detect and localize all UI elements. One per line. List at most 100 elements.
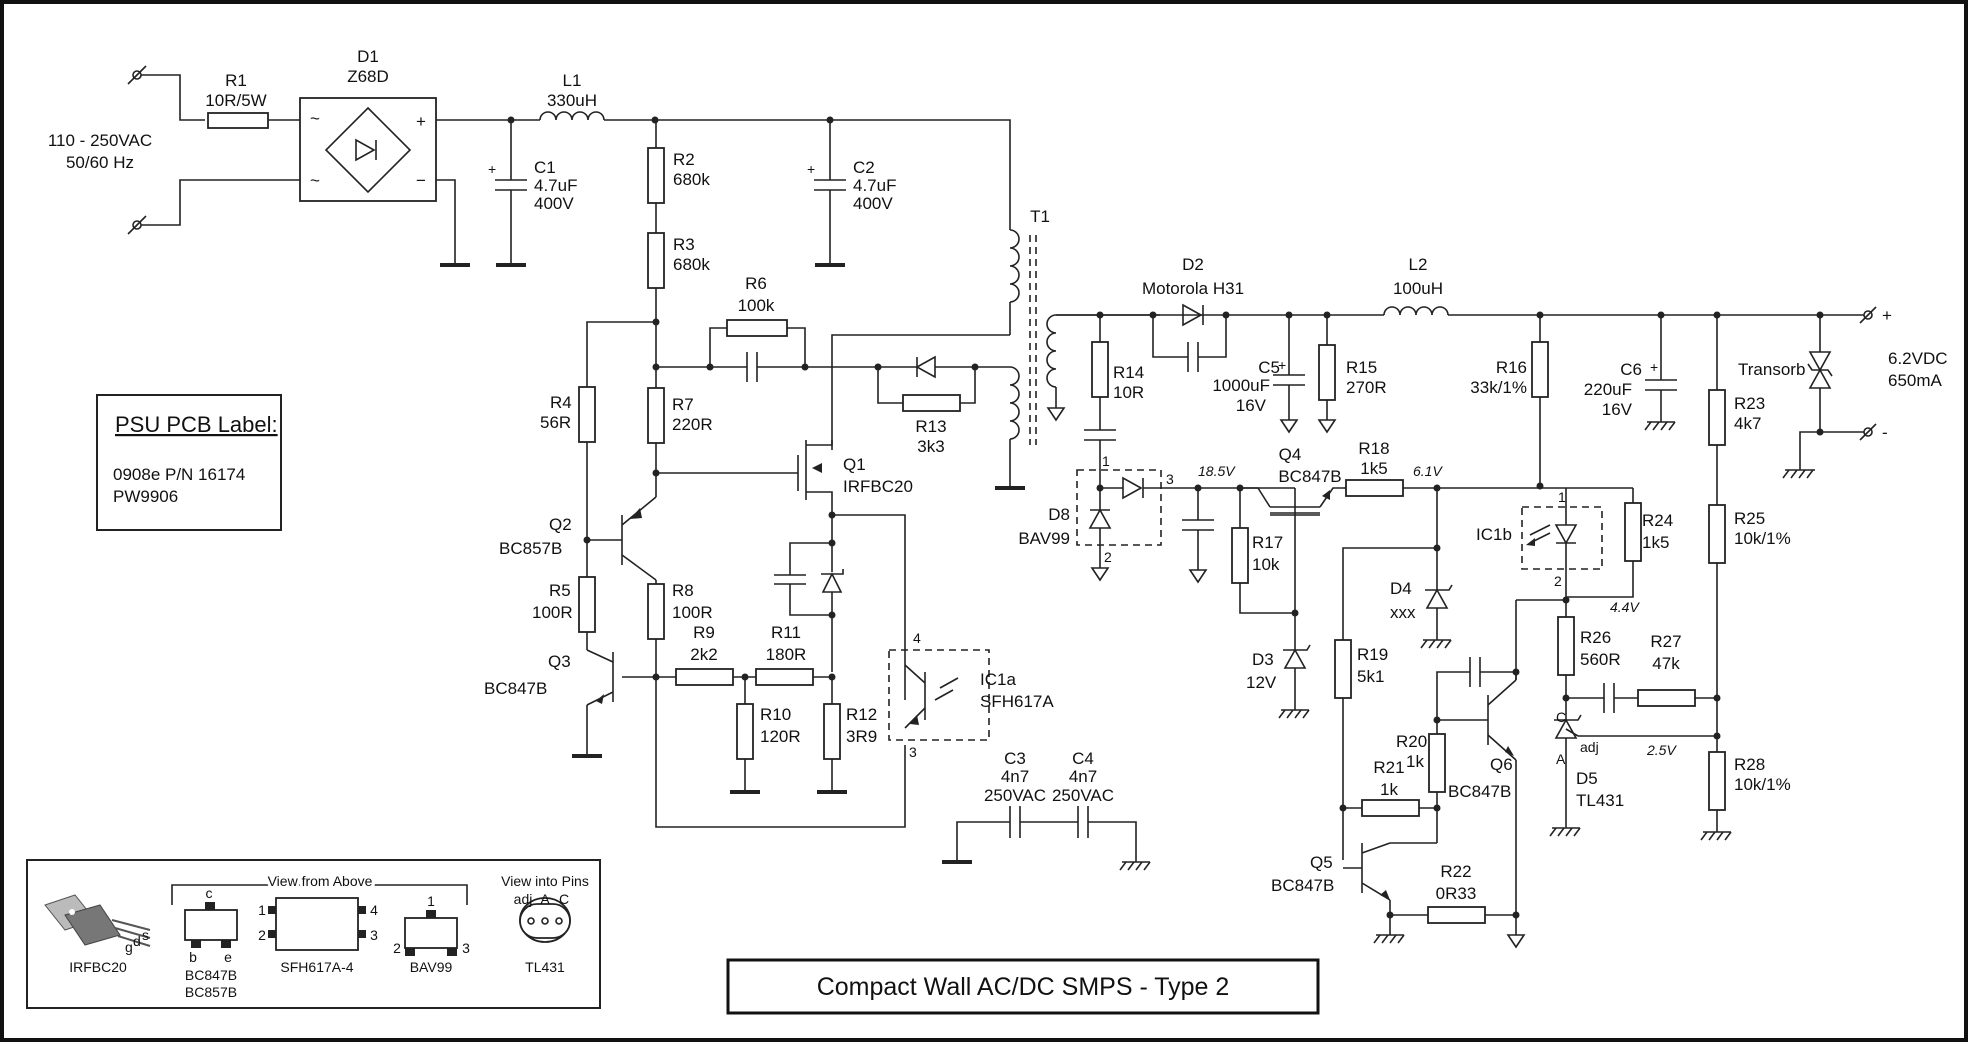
svg-text:R23: R23 xyxy=(1734,394,1765,413)
r9-resistor: R9 2k2 xyxy=(675,623,734,686)
svg-text:IRFBC20: IRFBC20 xyxy=(69,959,127,975)
r2-r3-start-resistors: R2 680k R3 680k xyxy=(647,120,710,367)
sot23-package-drawing: c b e BC847B BC857B xyxy=(184,885,238,1000)
svg-text:R13: R13 xyxy=(915,417,946,436)
svg-text:BAV99: BAV99 xyxy=(1018,529,1070,548)
r23-resistor: R23 4k7 xyxy=(1708,315,1765,446)
svg-text:1k: 1k xyxy=(1380,780,1398,799)
r20-resistor: R20 1k xyxy=(1396,732,1446,793)
svg-text:T1: T1 xyxy=(1030,207,1050,226)
r28-resistor: R28 10k/1% xyxy=(1700,751,1791,841)
irfbc20-package-drawing xyxy=(44,894,151,947)
svg-text:2: 2 xyxy=(258,927,266,943)
r1-resistor: R1 10R/5W xyxy=(205,71,300,129)
svg-text:4n7: 4n7 xyxy=(1001,767,1029,786)
svg-text:D8: D8 xyxy=(1048,505,1070,524)
svg-text:2k2: 2k2 xyxy=(690,645,717,664)
svg-text:BAV99: BAV99 xyxy=(410,959,453,975)
svg-text:R28: R28 xyxy=(1734,755,1765,774)
svg-text:Q1: Q1 xyxy=(843,455,866,474)
svg-text:R8: R8 xyxy=(672,581,694,600)
svg-text:D2: D2 xyxy=(1182,255,1204,274)
input-frequency-label: 50/60 Hz xyxy=(66,153,134,172)
svg-text:R12: R12 xyxy=(846,705,877,724)
r8-resistor: R8 100R xyxy=(647,580,713,677)
svg-text:56R: 56R xyxy=(540,413,571,432)
svg-text:R27: R27 xyxy=(1650,632,1681,651)
svg-text:s: s xyxy=(142,927,149,943)
r10-resistor: R10 120R xyxy=(730,677,801,794)
package-legend: g d s IRFBC20 View from Above View from … xyxy=(26,859,601,1009)
c2-capacitor: + C2 4.7uF 400V xyxy=(807,120,896,267)
svg-text:BC847B: BC847B xyxy=(185,967,237,983)
svg-text:c: c xyxy=(206,885,213,901)
r27-resistor: R27 47k xyxy=(1637,632,1696,707)
svg-text:0R33: 0R33 xyxy=(1436,884,1477,903)
svg-text:e: e xyxy=(224,949,232,965)
q4-transistor: Q4 BC847B xyxy=(1240,445,1344,613)
svg-text:~: ~ xyxy=(310,171,320,190)
svg-text:D5: D5 xyxy=(1576,769,1598,788)
svg-text:R11: R11 xyxy=(771,623,801,642)
svg-text:Motorola H31: Motorola H31 xyxy=(1142,279,1244,298)
pcb-label-line1: 0908e P/N 16174 xyxy=(113,465,245,484)
svg-text:270R: 270R xyxy=(1346,378,1387,397)
r25-resistor: R25 10k/1% xyxy=(1708,504,1791,564)
svg-text:3R9: 3R9 xyxy=(846,727,877,746)
svg-text:+: + xyxy=(1882,306,1892,325)
svg-text:680k: 680k xyxy=(673,255,710,274)
svg-text:3: 3 xyxy=(462,940,470,956)
svg-text:650mA: 650mA xyxy=(1888,371,1943,390)
q6-transistor: Q6 BC847B xyxy=(1437,679,1526,949)
bav99-package-drawing: 1 2 3 BAV99 xyxy=(393,893,470,975)
svg-text:SFH617A: SFH617A xyxy=(980,692,1054,711)
svg-text:10R/5W: 10R/5W xyxy=(205,91,266,110)
d1-bridge-rectifier: ~ ~ + − D1 Z68D xyxy=(299,47,470,267)
svg-text:+: + xyxy=(807,161,815,177)
svg-text:33k/1%: 33k/1% xyxy=(1470,378,1527,397)
svg-text:16V: 16V xyxy=(1602,400,1633,419)
r22-resistor: R22 0R33 xyxy=(1427,862,1486,924)
svg-text:4.7uF: 4.7uF xyxy=(534,176,577,195)
svg-text:D3: D3 xyxy=(1252,650,1274,669)
svg-text:4: 4 xyxy=(370,902,378,918)
svg-text:adj: adj xyxy=(1580,739,1599,755)
svg-text:4n7: 4n7 xyxy=(1069,767,1097,786)
svg-text:1: 1 xyxy=(258,902,266,918)
svg-text:R21: R21 xyxy=(1373,758,1404,777)
svg-text:1: 1 xyxy=(427,893,435,909)
svg-text:47k: 47k xyxy=(1652,654,1680,673)
r21-resistor: R21 1k xyxy=(1361,758,1420,817)
svg-text:16V: 16V xyxy=(1236,396,1267,415)
svg-text:R22: R22 xyxy=(1440,862,1471,881)
svg-text:b: b xyxy=(189,949,197,965)
svg-text:TL431: TL431 xyxy=(1576,791,1624,810)
d5-tl431-shunt-regulator: C A adj D5 TL431 xyxy=(1549,709,1717,837)
svg-text:IC1b: IC1b xyxy=(1476,525,1512,544)
svg-text:adj: adj xyxy=(514,891,533,907)
svg-text:R14: R14 xyxy=(1113,363,1144,382)
pcb-label-heading: PSU PCB Label: xyxy=(115,412,278,437)
svg-text:L1: L1 xyxy=(563,71,582,90)
svg-text:1k5: 1k5 xyxy=(1360,459,1387,478)
r13-resistor: R13 3k3 xyxy=(902,394,961,456)
svg-text:R17: R17 xyxy=(1252,533,1283,552)
svg-text:View from Above: View from Above xyxy=(268,873,373,889)
svg-text:BC847B: BC847B xyxy=(1271,876,1334,895)
ic1b-optocoupler-led: 1 2 IC1b xyxy=(1476,488,1603,600)
svg-text:100R: 100R xyxy=(532,603,573,622)
svg-text:R16: R16 xyxy=(1496,358,1527,377)
input-voltage-label: 110 - 250VAC xyxy=(48,131,152,150)
svg-text:10R: 10R xyxy=(1113,383,1144,402)
svg-text:220uF: 220uF xyxy=(1584,380,1632,399)
svg-text:10k/1%: 10k/1% xyxy=(1734,775,1791,794)
c1-capacitor: + C1 4.7uF 400V xyxy=(488,120,577,267)
svg-text:Q6: Q6 xyxy=(1490,755,1513,774)
svg-text:A: A xyxy=(1556,751,1566,767)
r6-resistor: R6 100k xyxy=(726,274,788,337)
svg-text:Q2: Q2 xyxy=(549,515,572,534)
svg-text:Z68D: Z68D xyxy=(347,67,389,86)
r24-resistor: R24 1k5 xyxy=(1624,502,1673,562)
